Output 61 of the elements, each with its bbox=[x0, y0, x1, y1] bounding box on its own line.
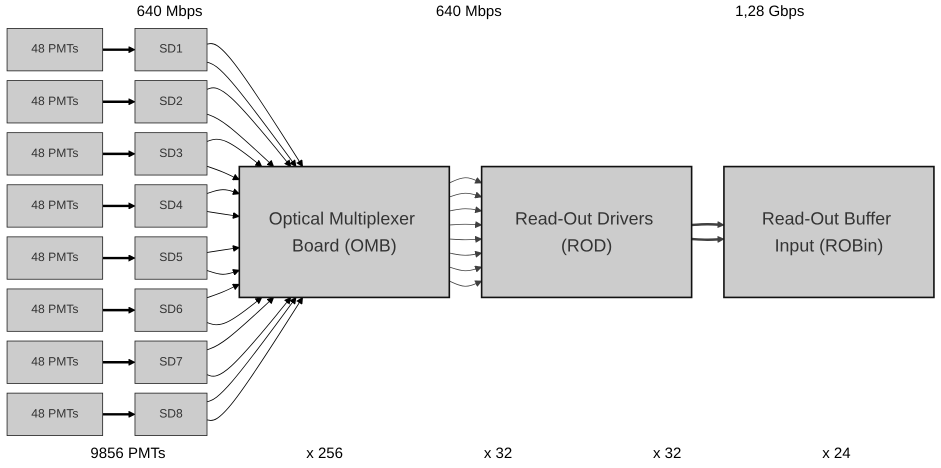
arrow bbox=[102, 410, 136, 418]
node-box: 48 PMTs bbox=[6, 28, 104, 72]
arrow bbox=[448, 177, 482, 184]
node-box: Read-Out Buffer Input (ROBin) bbox=[723, 166, 935, 298]
count-label: x 24 bbox=[822, 444, 851, 462]
arrow bbox=[448, 236, 482, 243]
arrow bbox=[102, 254, 136, 262]
arrow bbox=[692, 221, 724, 228]
arrow bbox=[206, 87, 292, 167]
node-box: Read-Out Drivers (ROD) bbox=[480, 166, 692, 298]
arrow bbox=[102, 358, 136, 366]
node-box: SD7 bbox=[134, 340, 208, 384]
arrow bbox=[206, 297, 274, 350]
arrow bbox=[206, 62, 296, 167]
node-box: SD2 bbox=[134, 80, 208, 124]
arrow bbox=[692, 236, 724, 243]
arrow bbox=[448, 206, 482, 214]
arrow bbox=[448, 266, 482, 272]
arrow bbox=[448, 192, 482, 198]
arrow bbox=[102, 98, 136, 106]
count-label: x 32 bbox=[484, 444, 512, 462]
node-box: SD4 bbox=[134, 184, 208, 228]
arrow bbox=[448, 280, 482, 287]
arrow bbox=[206, 297, 262, 326]
count-label: x 32 bbox=[653, 444, 682, 462]
node-box: 48 PMTs bbox=[6, 184, 104, 228]
arrow bbox=[206, 297, 296, 402]
arrow bbox=[102, 150, 136, 158]
arrow bbox=[206, 269, 240, 276]
arrow bbox=[206, 188, 240, 195]
arrow bbox=[206, 211, 240, 219]
node-box: SD1 bbox=[134, 28, 208, 72]
data-rate-label: 1,28 Gbps bbox=[735, 2, 804, 20]
data-rate-label: 640 Mbps bbox=[136, 2, 203, 20]
arrow bbox=[102, 46, 136, 54]
arrow bbox=[206, 297, 292, 377]
node-box: SD6 bbox=[134, 288, 208, 332]
arrow bbox=[448, 250, 482, 258]
arrow bbox=[206, 114, 274, 167]
arrow bbox=[102, 202, 136, 210]
arrow bbox=[448, 221, 482, 228]
node-box: 48 PMTs bbox=[6, 132, 104, 176]
node-box: SD5 bbox=[134, 236, 208, 280]
node-box: 48 PMTs bbox=[6, 236, 104, 280]
data-rate-label: 640 Mbps bbox=[436, 2, 502, 20]
arrow bbox=[206, 166, 240, 180]
arrow bbox=[206, 297, 304, 421]
node-box: Optical Multiplexer Board (OMB) bbox=[238, 166, 450, 298]
count-label: x 256 bbox=[306, 444, 343, 462]
arrow bbox=[206, 245, 240, 253]
node-box: 48 PMTs bbox=[6, 340, 104, 384]
node-box: 48 PMTs bbox=[6, 288, 104, 332]
node-box: 48 PMTs bbox=[6, 80, 104, 124]
count-label: 9856 PMTs bbox=[90, 444, 166, 462]
arrow bbox=[102, 306, 136, 314]
arrow bbox=[206, 43, 304, 167]
arrow bbox=[206, 284, 240, 298]
node-box: SD8 bbox=[134, 392, 208, 436]
node-box: SD3 bbox=[134, 132, 208, 176]
node-box: 48 PMTs bbox=[6, 392, 104, 436]
arrow bbox=[206, 138, 262, 167]
